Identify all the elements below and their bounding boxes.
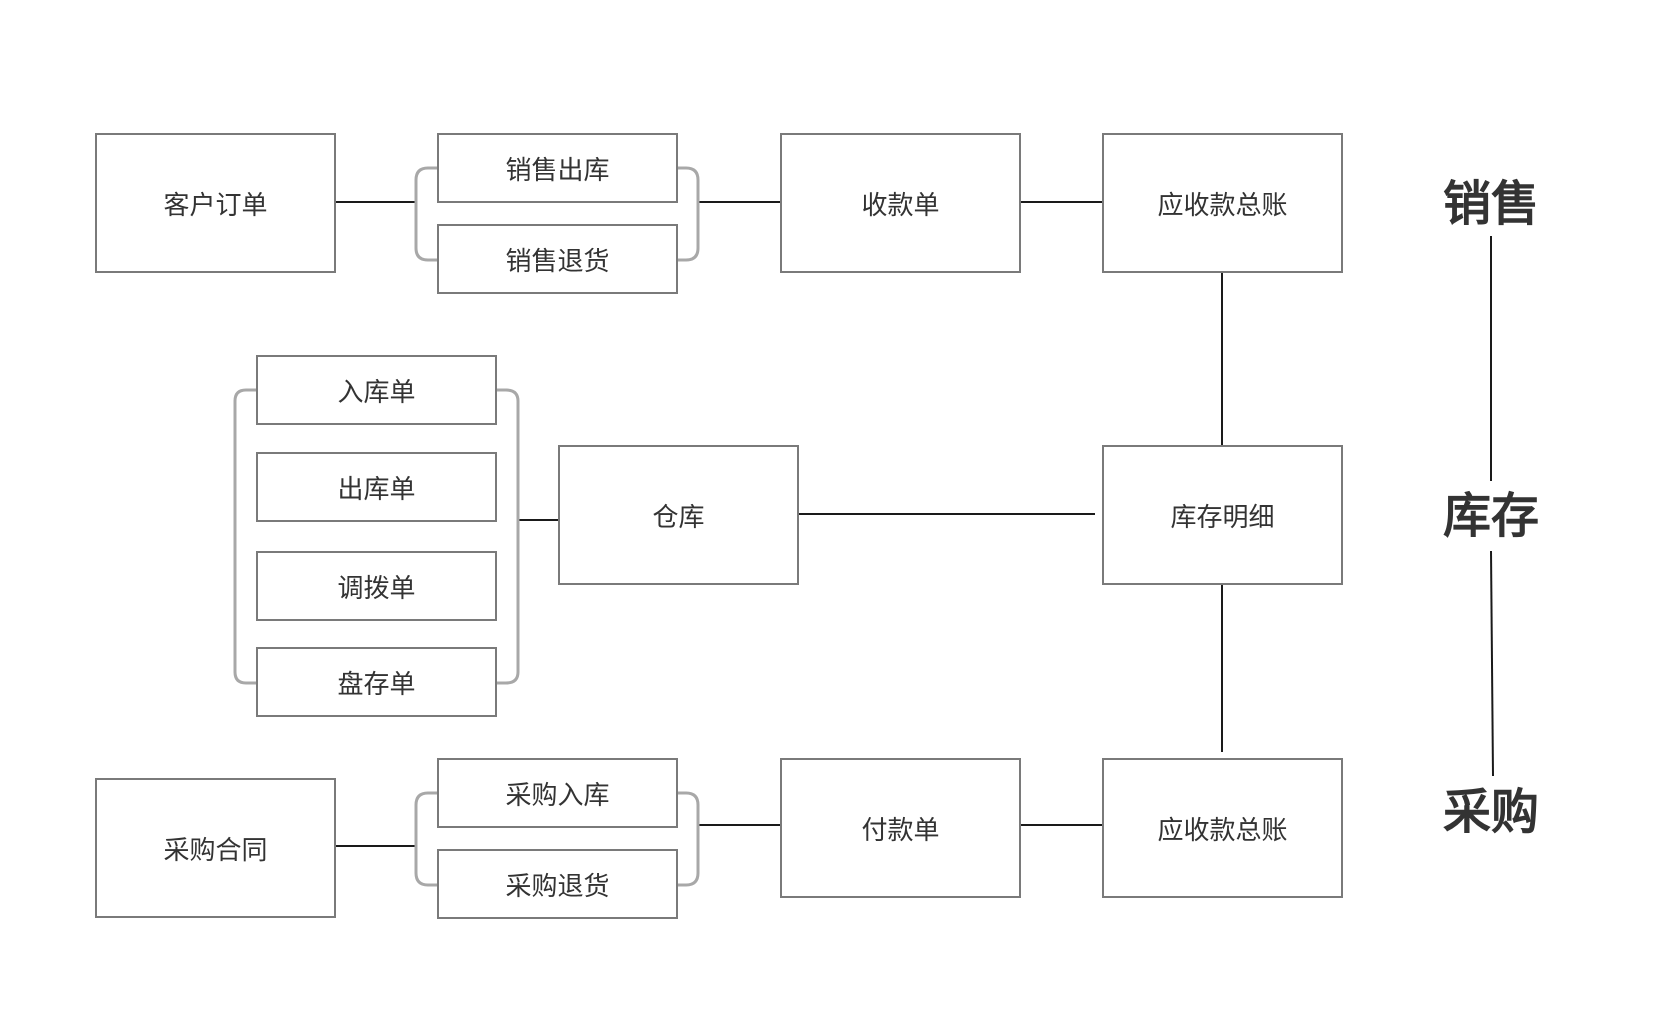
inventory-left-bracket [233, 388, 256, 685]
purchase-ar-ledger-box: 应收款总账 [1102, 758, 1343, 898]
inbound-doc-label: 入库单 [337, 377, 416, 408]
customer-order-box: 客户订单 [95, 133, 336, 273]
receipt-box: 收款单 [780, 133, 1021, 273]
inventory-right-bracket [496, 388, 520, 685]
section-label-sales: 销售 [1443, 176, 1540, 232]
purchase-contract-label: 采购合同 [163, 835, 268, 866]
sales-return-box: 销售退货 [437, 224, 678, 294]
stocktake-doc-box: 盘存单 [256, 647, 497, 717]
purchase-left-bracket [414, 791, 437, 887]
outbound-doc-label: 出库单 [337, 474, 416, 505]
sales-right-bracket [677, 166, 700, 262]
stocktake-doc-label: 盘存单 [337, 669, 416, 700]
customer-order-label: 客户订单 [163, 190, 268, 221]
section-label-purchase: 采购 [1443, 784, 1540, 840]
section-label-inventory: 库存 [1443, 488, 1540, 544]
warehouse-box: 仓库 [558, 445, 799, 585]
section-axis-lower [1490, 550, 1494, 777]
sales-ar-ledger-box: 应收款总账 [1102, 133, 1343, 273]
sales-left-bracket [414, 166, 437, 262]
purchase-return-label: 采购退货 [505, 871, 610, 902]
outbound-doc-box: 出库单 [256, 452, 497, 522]
inventory-detail-box: 库存明细 [1102, 445, 1343, 585]
inventory-detail-label: 库存明细 [1170, 502, 1275, 533]
warehouse-label: 仓库 [652, 502, 705, 533]
inbound-doc-box: 入库单 [256, 355, 497, 425]
transfer-doc-box: 调拨单 [256, 551, 497, 621]
sales-ar-ledger-label: 应收款总账 [1157, 190, 1288, 221]
sales-return-label: 销售退货 [505, 246, 610, 277]
sales-outbound-box: 销售出库 [437, 133, 678, 203]
purchase-ar-ledger-label: 应收款总账 [1157, 815, 1288, 846]
purchase-inbound-label: 采购入库 [505, 780, 610, 811]
purchase-right-bracket [677, 791, 700, 887]
purchase-contract-box: 采购合同 [95, 778, 336, 918]
payment-box: 付款单 [780, 758, 1021, 898]
payment-label: 付款单 [861, 815, 940, 846]
sales-outbound-label: 销售出库 [505, 155, 610, 186]
purchase-return-box: 采购退货 [437, 849, 678, 919]
receipt-label: 收款单 [861, 190, 940, 221]
purchase-inbound-box: 采购入库 [437, 758, 678, 828]
transfer-doc-label: 调拨单 [337, 573, 416, 604]
